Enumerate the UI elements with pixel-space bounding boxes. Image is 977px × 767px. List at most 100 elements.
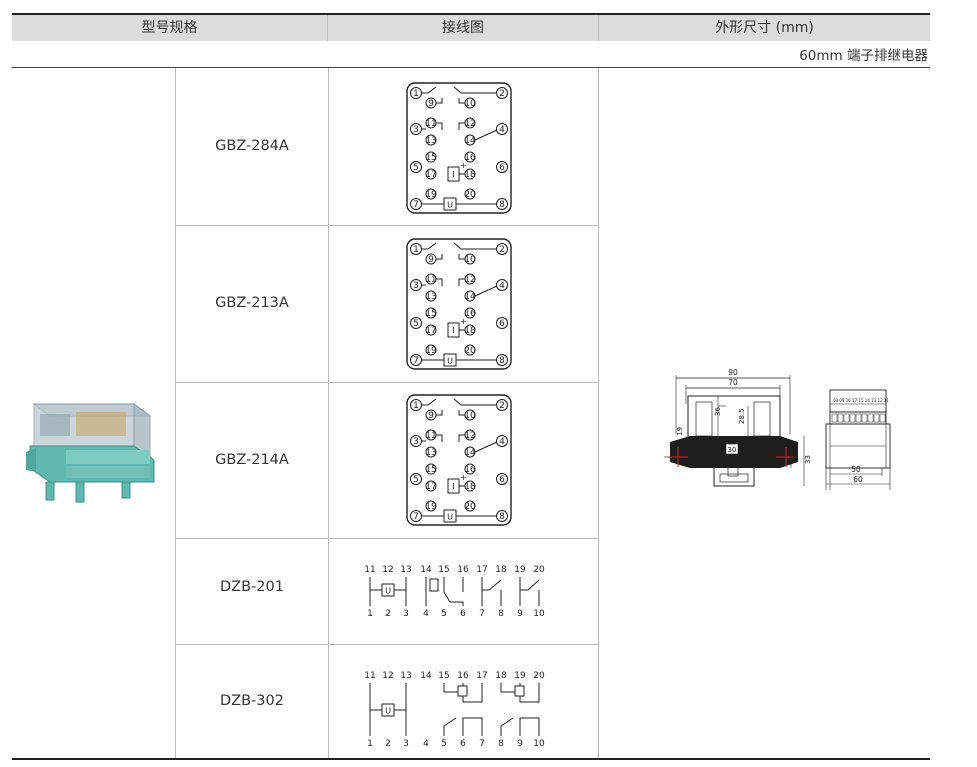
model-label: GBZ-214A [215,452,289,468]
svg-text:14: 14 [464,292,476,302]
table-header: 型号规格 接线图 外形尺寸 (mm) [12,13,930,41]
svg-text:60: 60 [853,475,863,484]
svg-text:1: 1 [413,89,419,99]
svg-text:36: 36 [714,407,722,416]
svg-text:13: 13 [400,565,411,575]
svg-text:08 09 16 17 15 14 13 12 11: 08 09 16 17 15 14 13 12 11 [833,398,889,403]
svg-text:12: 12 [382,671,393,681]
svg-text:4: 4 [499,281,505,291]
svg-text:15: 15 [425,153,436,163]
svg-text:15: 15 [438,565,449,575]
svg-text:15: 15 [438,671,449,681]
svg-text:17: 17 [476,565,487,575]
model-label: DZB-302 [220,693,284,709]
svg-text:19: 19 [425,190,437,200]
svg-text:18: 18 [464,482,476,492]
svg-text:16: 16 [464,309,476,319]
svg-text:+: + [460,473,467,482]
svg-text:2: 2 [499,89,505,99]
svg-text:9: 9 [428,255,434,265]
svg-text:U: U [385,707,391,716]
row-divider [176,225,598,226]
header-dimensions: 外形尺寸 (mm) [715,20,814,36]
svg-text:17: 17 [425,326,436,336]
svg-text:19: 19 [425,502,437,512]
header-wiring: 接线图 [442,20,484,36]
subtitle-rule [12,67,930,68]
svg-text:10: 10 [464,255,476,265]
svg-text:1: 1 [413,401,419,411]
svg-text:20: 20 [464,190,476,200]
wiring-diagram-dzb-201: 11 12 13 14 15 16 17 18 19 20 1 2 3 4 5 … [358,562,558,620]
wiring-diagram-dzb-302: 11 12 13 14 15 16 17 18 19 20 1 2 3 4 5 … [358,668,558,750]
svg-text:4: 4 [423,609,429,619]
svg-text:12: 12 [464,275,475,285]
svg-text:23: 23 [792,451,800,460]
svg-text:15: 15 [425,309,436,319]
dimension-drawing: 90 70 36 28.5 30 19 23 33 [664,364,896,522]
svg-text:7: 7 [413,356,419,366]
svg-text:19: 19 [425,346,437,356]
svg-text:2: 2 [385,739,391,749]
svg-text:I: I [452,170,454,179]
svg-text:6: 6 [460,609,466,619]
series-subtitle: 60mm 端子排继电器 [799,48,928,64]
svg-text:5: 5 [441,609,447,619]
svg-text:11: 11 [425,119,436,129]
row-divider [176,538,598,539]
svg-text:8: 8 [499,200,505,210]
svg-text:15: 15 [425,465,436,475]
svg-text:+: + [460,161,467,170]
svg-text:U: U [447,513,453,522]
svg-text:1: 1 [413,245,419,255]
svg-text:13: 13 [425,448,436,458]
svg-text:16: 16 [457,671,469,681]
svg-text:18: 18 [464,170,476,180]
svg-text:18: 18 [495,565,507,575]
svg-text:10: 10 [533,609,545,619]
svg-text:11: 11 [364,671,375,681]
svg-text:17: 17 [425,170,436,180]
column-divider [328,68,329,758]
svg-text:30: 30 [728,446,737,454]
svg-text:10: 10 [464,99,476,109]
svg-text:16: 16 [464,465,476,475]
svg-text:4: 4 [499,437,505,447]
svg-text:20: 20 [533,565,545,575]
svg-text:U: U [447,201,453,210]
svg-text:17: 17 [425,482,436,492]
column-divider [598,68,599,758]
svg-text:1: 1 [367,739,373,749]
svg-text:14: 14 [464,136,476,146]
svg-text:12: 12 [464,119,475,129]
svg-text:10: 10 [464,411,476,421]
svg-text:20: 20 [533,671,545,681]
svg-text:3: 3 [413,437,419,447]
svg-text:I: I [452,326,454,335]
svg-text:19: 19 [514,671,526,681]
svg-text:2: 2 [385,609,391,619]
svg-text:8: 8 [498,739,504,749]
header-separator [598,15,599,41]
svg-text:7: 7 [413,200,419,210]
svg-text:3: 3 [413,281,419,291]
svg-text:2: 2 [499,401,505,411]
svg-text:13: 13 [425,292,436,302]
svg-text:50: 50 [851,465,861,474]
svg-text:6: 6 [499,319,505,329]
svg-text:11: 11 [364,565,375,575]
svg-text:9: 9 [428,411,434,421]
svg-text:19: 19 [676,427,684,436]
svg-text:5: 5 [441,739,447,749]
svg-text:I: I [452,482,454,491]
svg-text:11: 11 [425,431,436,441]
header-separator [327,15,328,41]
svg-text:5: 5 [413,319,419,329]
svg-text:18: 18 [495,671,507,681]
svg-text:14: 14 [420,671,432,681]
svg-text:4: 4 [499,125,505,135]
svg-text:9: 9 [517,609,523,619]
svg-text:90: 90 [728,368,738,377]
svg-text:16: 16 [457,565,469,575]
svg-text:20: 20 [464,346,476,356]
